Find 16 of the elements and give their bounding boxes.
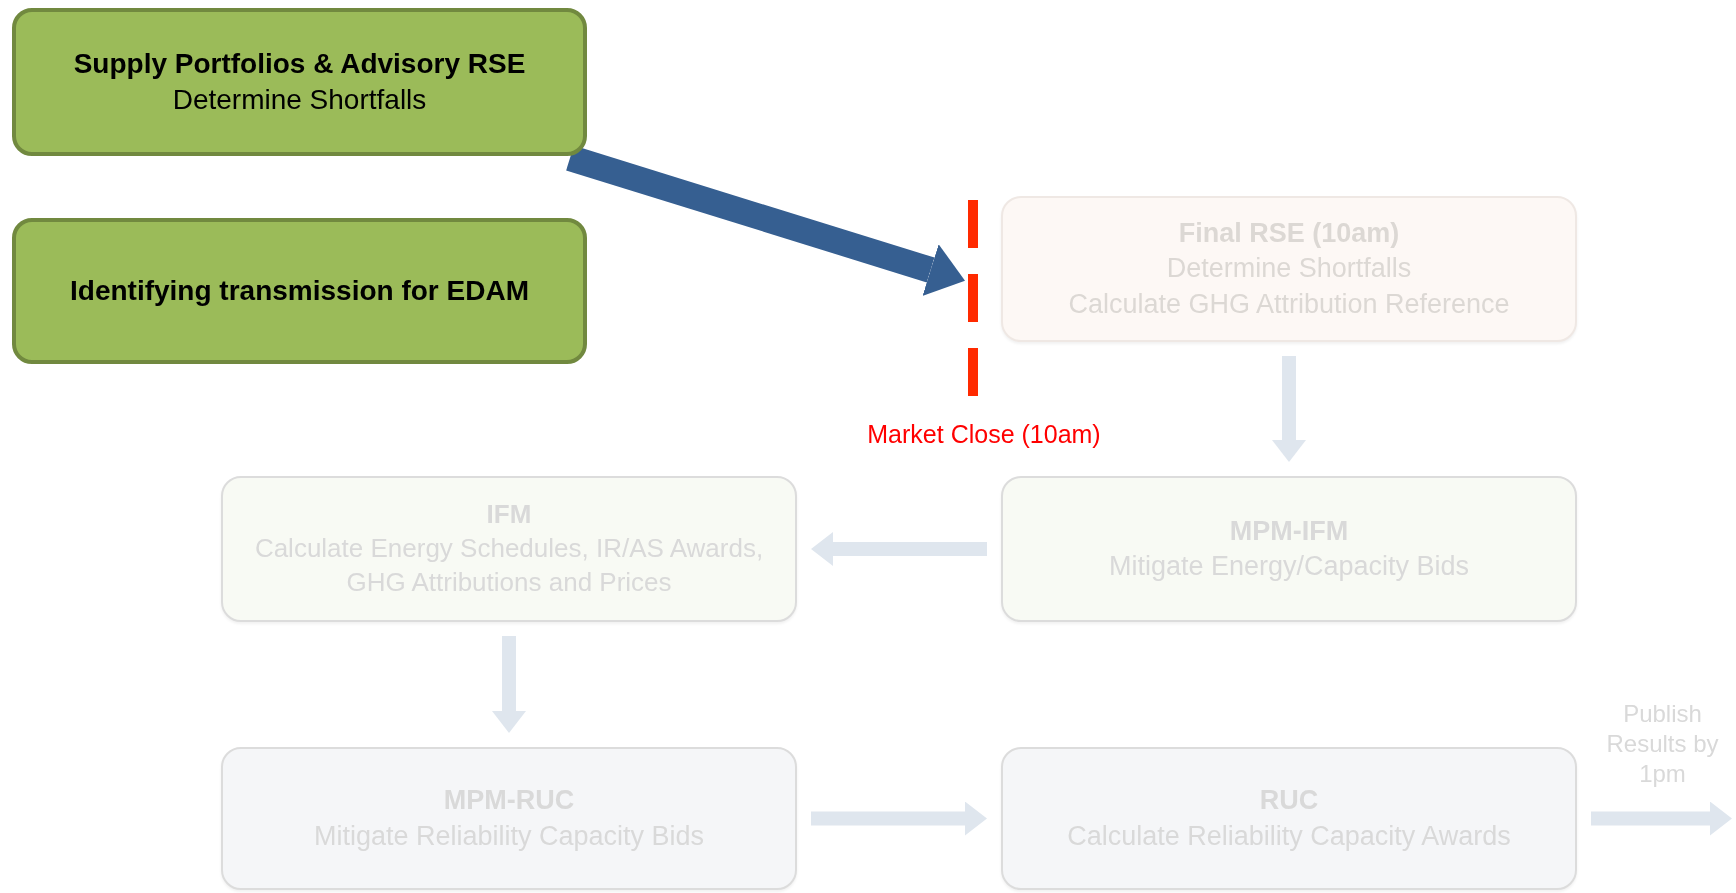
process-box bbox=[221, 476, 797, 622]
arrow bbox=[1591, 801, 1732, 836]
process-box bbox=[1001, 747, 1577, 890]
process-box bbox=[12, 218, 587, 364]
arrow bbox=[1272, 356, 1306, 462]
process-box bbox=[221, 747, 797, 890]
arrow bbox=[811, 532, 987, 566]
box-heading: Supply Portfolios & Advisory RSE bbox=[73, 46, 526, 81]
box-text: Determine Shortfalls bbox=[172, 83, 427, 117]
box-heading: Identifying transmission for EDAM bbox=[70, 273, 529, 308]
process-box bbox=[1001, 476, 1577, 622]
process-box bbox=[1001, 196, 1577, 342]
arrow bbox=[811, 801, 987, 836]
arrow bbox=[492, 636, 526, 733]
market-close-label: Market Close (10am) bbox=[866, 420, 1102, 449]
process-box bbox=[12, 8, 587, 156]
